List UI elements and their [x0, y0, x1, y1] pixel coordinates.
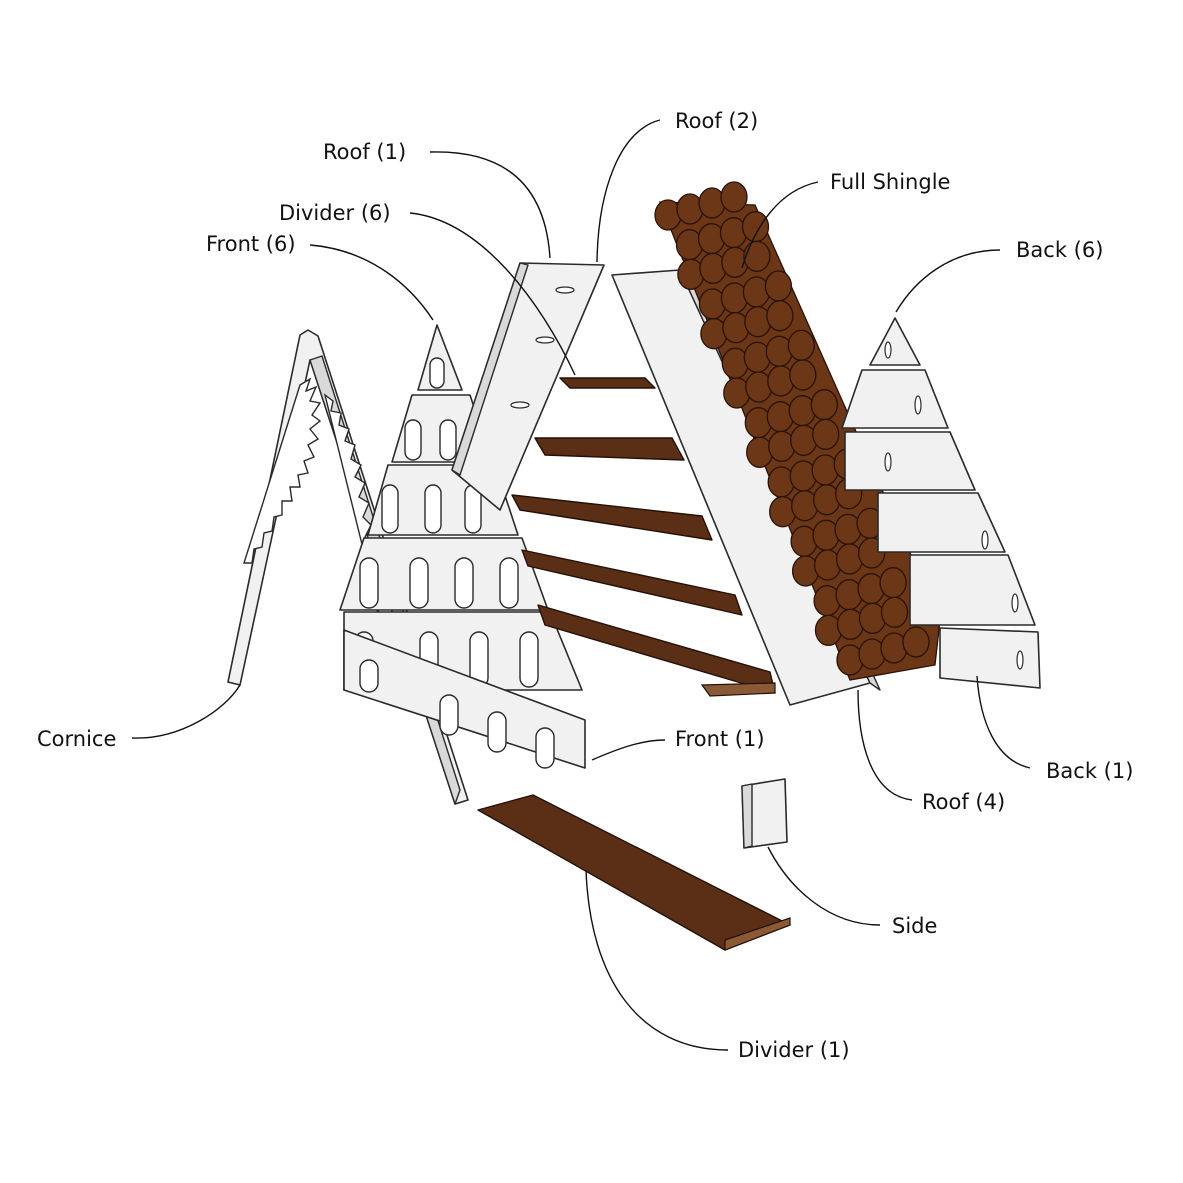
leader-front-6 [309, 244, 434, 321]
label-cornice: Cornice [37, 727, 116, 751]
label-front-1: Front (1) [675, 727, 765, 751]
back-panels [841, 317, 1041, 689]
shingle-tile [787, 329, 815, 361]
leader-roof-4 [857, 689, 913, 801]
shingle-tile [741, 211, 770, 243]
leader-roof-2 [596, 119, 661, 263]
label-front-6: Front (6) [206, 232, 296, 256]
label-roof-4: Roof (4) [922, 790, 1005, 814]
label-back-6: Back (6) [1016, 238, 1103, 262]
leader-roof-1 [429, 151, 551, 259]
label-roof-1: Roof (1) [323, 140, 406, 164]
leader-cornice [131, 684, 241, 739]
label-back-1: Back (1) [1046, 759, 1133, 783]
side-block [741, 778, 788, 849]
shingle-tile [812, 418, 840, 450]
label-roof-2: Roof (2) [675, 109, 758, 133]
label-divider-6: Divider (6) [279, 201, 391, 225]
shingle-tile [720, 181, 748, 213]
full-shingle [654, 181, 941, 681]
part-labels: Roof (1) Roof (2) Full Shingle Divider (… [37, 109, 1133, 1062]
shingle-tile [764, 270, 793, 302]
shingle-tile [766, 300, 794, 332]
shingle-tile [880, 596, 909, 628]
label-side: Side [892, 914, 937, 938]
shingle-tile [789, 359, 817, 391]
shingle-tile [879, 567, 907, 599]
leader-front-1 [591, 739, 666, 761]
divider-bottom-board [477, 794, 791, 951]
leader-divider-1 [585, 869, 729, 1051]
leader-back-6 [895, 249, 1001, 313]
leader-divider-6 [409, 212, 576, 376]
shingle-tile [902, 626, 930, 658]
label-full-shingle: Full Shingle [830, 170, 950, 194]
shingle-tile [810, 389, 838, 421]
leader-lines [131, 119, 1031, 1051]
roof-left-plank [451, 262, 605, 511]
leader-back-1 [976, 675, 1031, 769]
shingle-tile [743, 240, 771, 272]
leader-full-shingle [741, 181, 819, 269]
divider-shelves [511, 377, 776, 697]
leader-side [767, 846, 881, 926]
label-divider-1: Divider (1) [738, 1038, 850, 1062]
